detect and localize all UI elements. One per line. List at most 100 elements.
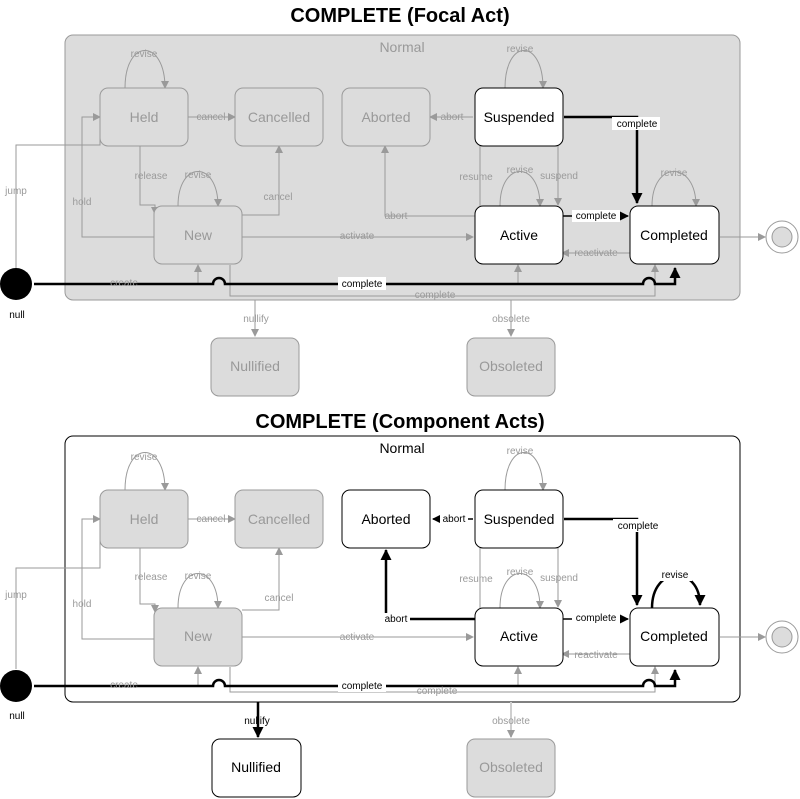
- initial-node: [0, 268, 32, 300]
- edge-label-obsolete: obsolete: [492, 314, 530, 325]
- edge-label-release: release: [135, 171, 168, 182]
- edge-label-reactivate: reactivate: [574, 650, 618, 661]
- edge-label-resume: resume: [459, 172, 493, 183]
- edge-label-revise: revise: [507, 44, 534, 55]
- edge-label-create: create: [110, 680, 138, 691]
- normal-region-label: Normal: [379, 39, 424, 55]
- edge-label-revise: revise: [661, 168, 688, 179]
- edge-label-create: create: [110, 278, 138, 289]
- edge-label-complete: complete: [415, 290, 456, 301]
- edge-label-activate: activate: [340, 632, 375, 643]
- edge-label-revise: revise: [507, 165, 534, 176]
- state-active-label: Active: [500, 628, 538, 644]
- edge-label-cancel: cancel: [197, 514, 226, 525]
- active-edge-labels: complete complete complete: [338, 117, 660, 290]
- initial-node-label: null: [9, 310, 25, 321]
- edge-label-jump: jump: [4, 186, 27, 197]
- state-new-label: New: [184, 227, 213, 243]
- inactive-transitions: [15, 50, 766, 337]
- final-node: [765, 220, 799, 254]
- state-held-label: Held: [130, 511, 159, 527]
- state-cancelled-label: Cancelled: [248, 109, 310, 125]
- edge-label-obsolete: obsolete: [492, 716, 530, 727]
- edge-label-reactivate: reactivate: [574, 248, 618, 259]
- edge-label-cancel: cancel: [197, 112, 226, 123]
- state-suspended-label: Suspended: [484, 109, 555, 125]
- inactive-edge-labels: revise revise revise revise cancel relea…: [4, 446, 618, 727]
- state-obsoleted: Obsoleted: [466, 738, 556, 798]
- edge-label-revise: revise: [507, 446, 534, 457]
- edge-label-abort: abort: [443, 514, 466, 525]
- edge-label-revise: revise: [185, 571, 212, 582]
- state-new: New: [153, 607, 243, 667]
- state-aborted-label: Aborted: [361, 511, 410, 527]
- edge-label-complete: complete: [618, 521, 659, 532]
- state-completed-label: Completed: [640, 227, 708, 243]
- inactive-transitions: [15, 452, 766, 693]
- edge-label-complete: complete: [342, 681, 383, 692]
- diagram-component-acts: COMPLETE (Component Acts) Normal: [0, 411, 799, 798]
- edge-label-abort: abort: [385, 614, 408, 625]
- final-node: [765, 620, 799, 654]
- edge-label-revise: revise: [131, 452, 158, 463]
- state-aborted: Aborted: [341, 489, 431, 549]
- edge-label-revise: revise: [131, 49, 158, 60]
- state-completed: Completed: [629, 607, 720, 667]
- edge-label-complete: complete: [576, 211, 617, 222]
- state-held: Held: [99, 489, 189, 549]
- edge-label-complete: complete: [576, 613, 617, 624]
- state-suspended-label: Suspended: [484, 511, 555, 527]
- state-suspended: Suspended: [474, 489, 564, 549]
- state-cancelled: Cancelled: [234, 489, 324, 549]
- edge-label-complete: complete: [417, 686, 458, 697]
- state-completed: Completed: [629, 205, 720, 265]
- state-held-label: Held: [130, 109, 159, 125]
- edge-label-revise: revise: [507, 567, 534, 578]
- state-aborted: Aborted: [341, 87, 431, 147]
- edge-label-revise: revise: [662, 570, 689, 581]
- edge-label-hold: hold: [73, 197, 92, 208]
- state-nullified-label: Nullified: [231, 759, 281, 775]
- initial-node-label: null: [9, 711, 25, 722]
- state-obsoleted-label: Obsoleted: [479, 358, 543, 374]
- diagram-focal-act: COMPLETE (Focal Act) Normal: [0, 5, 799, 397]
- edge-label-cancel: cancel: [264, 192, 293, 203]
- state-aborted-label: Aborted: [361, 109, 410, 125]
- diagram2-title: COMPLETE (Component Acts): [255, 411, 544, 433]
- normal-region-label: Normal: [379, 440, 424, 456]
- diagram1-title: COMPLETE (Focal Act): [290, 5, 509, 27]
- edge-label-release: release: [135, 572, 168, 583]
- edge-label-nullify: nullify: [244, 716, 270, 727]
- edge-label-resume: resume: [459, 574, 493, 585]
- edge-label-abort: abort: [441, 112, 464, 123]
- state-suspended: Suspended: [474, 87, 564, 147]
- state-active: Active: [474, 607, 564, 667]
- state-obsoleted: Obsoleted: [466, 337, 556, 397]
- inactive-edge-labels: revise revise revise revise revise cance…: [4, 44, 688, 325]
- edge-label-suspend: suspend: [540, 171, 578, 182]
- edge-label-activate: activate: [340, 231, 375, 242]
- edge-label-nullify: nullify: [243, 314, 269, 325]
- state-cancelled-label: Cancelled: [248, 511, 310, 527]
- edge-label-complete: complete: [617, 119, 658, 130]
- state-nullified: Nullified: [211, 738, 302, 798]
- active-edge-labels: abort complete abort complete revise com…: [244, 513, 692, 727]
- state-nullified-label: Nullified: [230, 358, 280, 374]
- state-held: Held: [99, 87, 189, 147]
- edge-label-suspend: suspend: [540, 573, 578, 584]
- edge-label-revise: revise: [185, 170, 212, 181]
- edge-label-abort: abort: [385, 211, 408, 222]
- state-nullified: Nullified: [210, 337, 300, 397]
- edge-label-jump: jump: [4, 590, 27, 601]
- state-active: Active: [474, 205, 564, 265]
- state-completed-label: Completed: [640, 628, 708, 644]
- initial-node: [0, 670, 32, 702]
- state-new-label: New: [184, 628, 213, 644]
- state-active-label: Active: [500, 227, 538, 243]
- state-cancelled: Cancelled: [234, 87, 324, 147]
- state-new: New: [153, 205, 243, 265]
- edge-label-complete: complete: [342, 279, 383, 290]
- edge-label-cancel: cancel: [265, 593, 294, 604]
- state-obsoleted-label: Obsoleted: [479, 759, 543, 775]
